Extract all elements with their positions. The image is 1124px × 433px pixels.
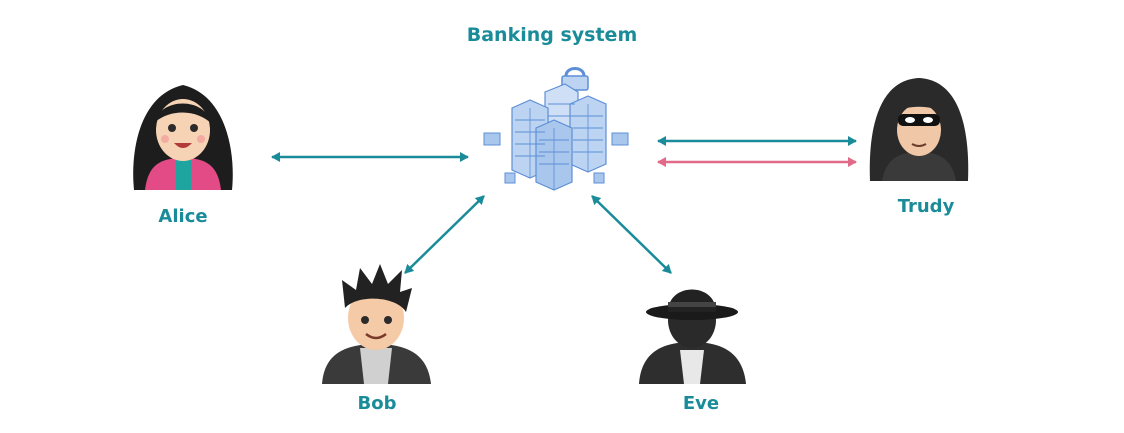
eve-label: Eve	[682, 393, 720, 414]
bob-avatar	[322, 264, 431, 384]
alice-label: Alice	[158, 206, 208, 227]
banking-system-title: Banking system	[466, 24, 638, 46]
eve-spy-avatar	[639, 289, 746, 384]
bob-bank-link	[404, 195, 485, 274]
alice-avatar	[133, 85, 233, 190]
bob-label: Bob	[357, 393, 397, 414]
trudy-label: Trudy	[897, 196, 955, 217]
eve-bank-link	[591, 195, 672, 274]
server-cluster-icon	[483, 67, 629, 191]
trudy-hooded-avatar	[869, 78, 969, 181]
